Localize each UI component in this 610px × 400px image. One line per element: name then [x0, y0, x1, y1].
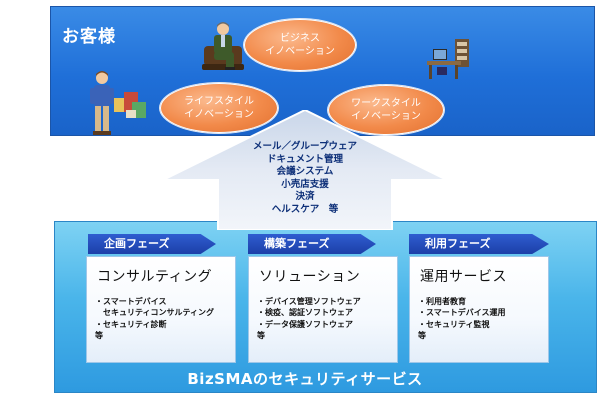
- oval-line: ライフスタイル: [184, 96, 254, 107]
- oval-line: イノベーション: [351, 111, 421, 122]
- card-item: 等: [257, 331, 265, 341]
- oval-line: イノベーション: [184, 109, 254, 120]
- office-desk-illustration: [427, 39, 469, 79]
- card-item: ・セキュリティ監視: [418, 319, 490, 329]
- oval-line: ビジネス: [280, 33, 320, 44]
- card-item-list: ・デバイス管理ソフトウェア ・検疫、認証ソフトウェア ・データ保護ソフトウェア …: [257, 296, 361, 342]
- operation-phase-banner: 利用フェーズ: [409, 234, 549, 254]
- card-item-list: ・スマートデバイス セキュリティコンサルティング ・セキュリティ診断 等: [95, 296, 214, 342]
- arrow-item: ドキュメント管理: [266, 153, 343, 165]
- customer-title: お客様: [62, 27, 116, 47]
- shopper-illustration: [90, 71, 146, 135]
- solution-card: ソリューション ・デバイス管理ソフトウェア ・検疫、認証ソフトウェア ・データ保…: [248, 256, 398, 363]
- card-item: 等: [95, 331, 103, 341]
- card-item: ・セキュリティ診断: [95, 319, 167, 329]
- workstyle-innovation-oval: ワークスタイル イノベーション: [328, 85, 444, 135]
- build-phase-banner: 構築フェーズ: [248, 234, 376, 254]
- service-footer-title: BizSMAのセキュリティサービス: [187, 370, 423, 388]
- business-innovation-oval: ビジネス イノベーション: [244, 19, 356, 71]
- card-item: セキュリティコンサルティング: [95, 308, 215, 318]
- card-item: ・スマートデバイス運用: [418, 308, 506, 318]
- arrow-item-list: メール／グループウェア ドキュメント管理 会議システム 小売店支援 決済 ヘルス…: [160, 141, 450, 217]
- lifestyle-innovation-oval: ライフスタイル イノベーション: [160, 83, 278, 133]
- card-item: ・利用者教育: [418, 297, 466, 306]
- consulting-card: コンサルティング ・スマートデバイス セキュリティコンサルティング ・セキュリテ…: [86, 256, 236, 363]
- card-heading: 運用サービス: [420, 269, 507, 285]
- card-item: ・スマートデバイス: [95, 297, 167, 306]
- arrow-item: 決済: [295, 191, 315, 203]
- card-heading: コンサルティング: [97, 269, 213, 285]
- seated-businessman-illustration: [202, 22, 244, 70]
- operation-service-card: 運用サービス ・利用者教育 ・スマートデバイス運用 ・セキュリティ監視 等: [409, 256, 549, 363]
- card-item: ・データ保護ソフトウェア: [257, 319, 353, 329]
- card-item: ・検疫、認証ソフトウェア: [257, 308, 353, 318]
- planning-phase-banner: 企画フェーズ: [88, 234, 216, 254]
- card-heading: ソリューション: [259, 269, 361, 285]
- oval-line: イノベーション: [265, 46, 335, 57]
- arrow-item: 小売店支援: [281, 178, 329, 190]
- oval-line: ワークスタイル: [351, 98, 421, 109]
- arrow-item: ヘルスケア 等: [271, 203, 339, 215]
- arrow-item: メール／グループウェア: [253, 141, 357, 152]
- card-item: 等: [418, 331, 426, 341]
- upward-arrow-shape: [162, 110, 448, 230]
- card-item-list: ・利用者教育 ・スマートデバイス運用 ・セキュリティ監視 等: [418, 296, 506, 342]
- card-item: ・デバイス管理ソフトウェア: [257, 297, 361, 306]
- arrow-item: 会議システム: [276, 166, 334, 178]
